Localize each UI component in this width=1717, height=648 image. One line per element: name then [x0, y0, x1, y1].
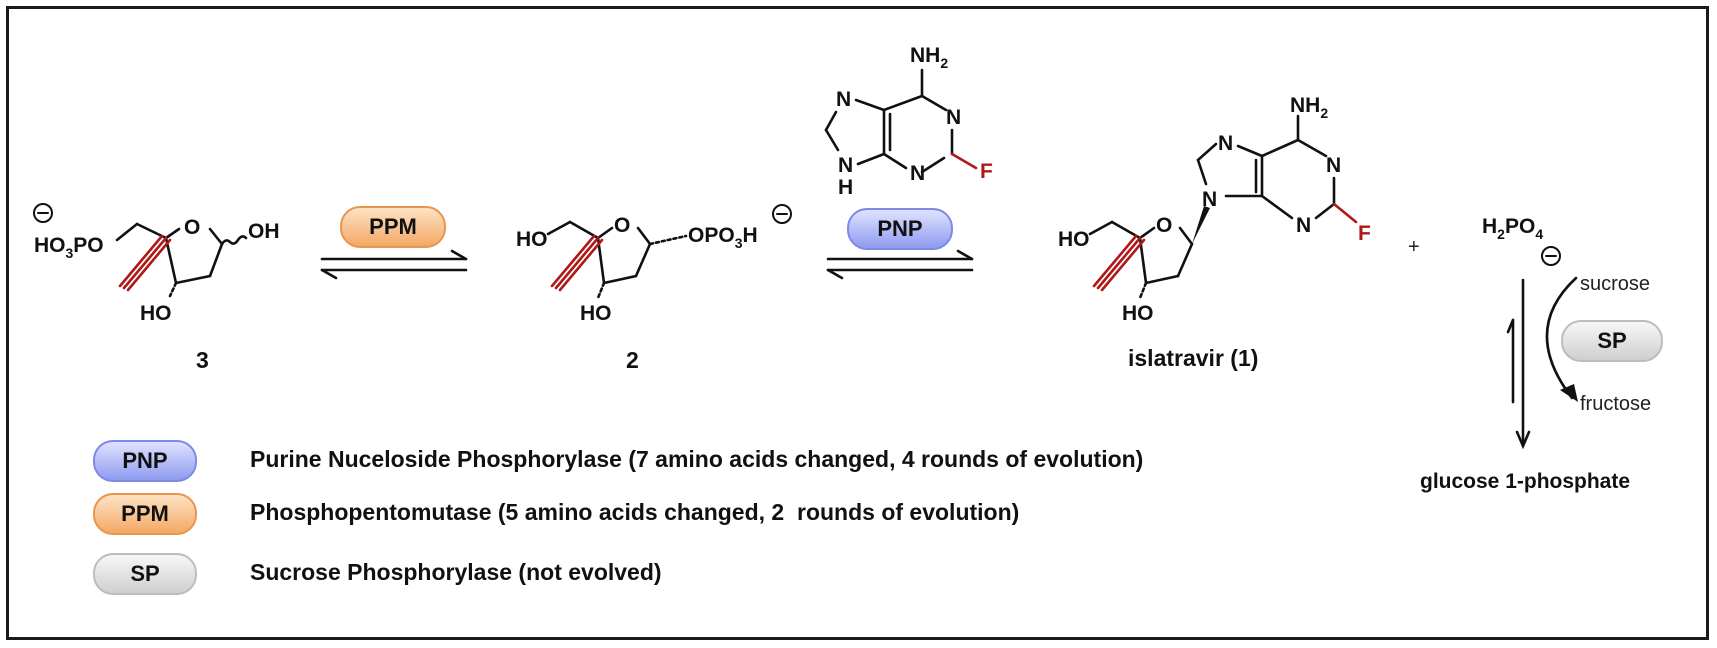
plus-sign: +: [1408, 236, 1420, 258]
legend-sp-badge: SP: [93, 553, 197, 595]
equilibrium-arrow-1: [320, 249, 468, 280]
legend-sp-text: Sucrose Phosphorylase (not evolved): [250, 559, 662, 585]
legend-pnp-badge: PNP: [93, 440, 197, 482]
compound-2: HO O OPO3H HO 2: [516, 204, 792, 373]
ring-nitrogen-label: N: [1202, 188, 1217, 211]
hydroxyl-label: HO: [580, 302, 612, 325]
pnp-enzyme-badge: PNP: [847, 208, 953, 250]
amine-label: NH2: [910, 44, 948, 71]
anomeric-hydroxyl-label: OH: [248, 220, 280, 243]
equilibrium-arrow-2: [826, 249, 974, 280]
negative-charge-icon: [33, 203, 53, 223]
fructose-label: fructose: [1580, 393, 1651, 415]
ring-nitrogen-label: N: [946, 106, 961, 129]
fluorine-label: F: [1358, 222, 1371, 245]
phosphate-group-label: HO3PO: [34, 234, 104, 261]
ring-nitrogen-label: N: [838, 154, 853, 177]
phosphate-label: H2PO4: [1482, 215, 1543, 242]
negative-charge-icon: [772, 204, 792, 224]
ring-oxygen-label: O: [184, 216, 200, 239]
nh-hydrogen-label: H: [838, 176, 853, 199]
negative-charge-icon: [1541, 246, 1561, 266]
phosphate-group-label: OPO3H: [688, 224, 758, 251]
ring-nitrogen-label: N: [1296, 214, 1311, 237]
legend-ppm-badge: PPM: [93, 493, 197, 535]
ring-nitrogen-label: N: [910, 162, 925, 185]
legend-pnp-text: Purine Nuceloside Phosphorylase (7 amino…: [250, 446, 1144, 472]
ring-nitrogen-label: N: [836, 88, 851, 111]
ring-oxygen-label: O: [614, 214, 630, 237]
sucrose-label: sucrose: [1580, 273, 1650, 295]
sp-enzyme-badge: SP: [1561, 320, 1663, 362]
hydroxyl-label: HO: [140, 302, 172, 325]
islatravir-product: HO O HO N N NH2 N N F: [1058, 94, 1371, 371]
amine-label: NH2: [1290, 94, 1328, 121]
ring-nitrogen-label: N: [1326, 154, 1341, 177]
hydroxyl-label: HO: [1122, 302, 1154, 325]
ring-oxygen-label: O: [1156, 214, 1172, 237]
compound-3-label: 3: [196, 347, 209, 373]
hydroxyl-label: HO: [516, 228, 548, 251]
phosphate-recycling: H2PO4 sucrose fructose glucose 1-phospha…: [1420, 215, 1651, 493]
fluoroadenine-reagent: NH2 N N F N N H: [824, 44, 993, 199]
hydroxyl-label: HO: [1058, 228, 1090, 251]
product-label: islatravir (1): [1128, 345, 1258, 371]
legend-ppm-text: Phosphopentomutase (5 amino acids change…: [250, 499, 1020, 525]
ppm-enzyme-badge: PPM: [340, 206, 446, 248]
compound-2-label: 2: [626, 347, 639, 373]
compound-3: HO3PO O OH HO 3: [33, 203, 280, 373]
scheme-frame: [6, 6, 1709, 640]
glucose-label: glucose 1-phosphate: [1420, 470, 1630, 493]
ring-nitrogen-label: N: [1218, 132, 1233, 155]
fluorine-label: F: [980, 160, 993, 183]
